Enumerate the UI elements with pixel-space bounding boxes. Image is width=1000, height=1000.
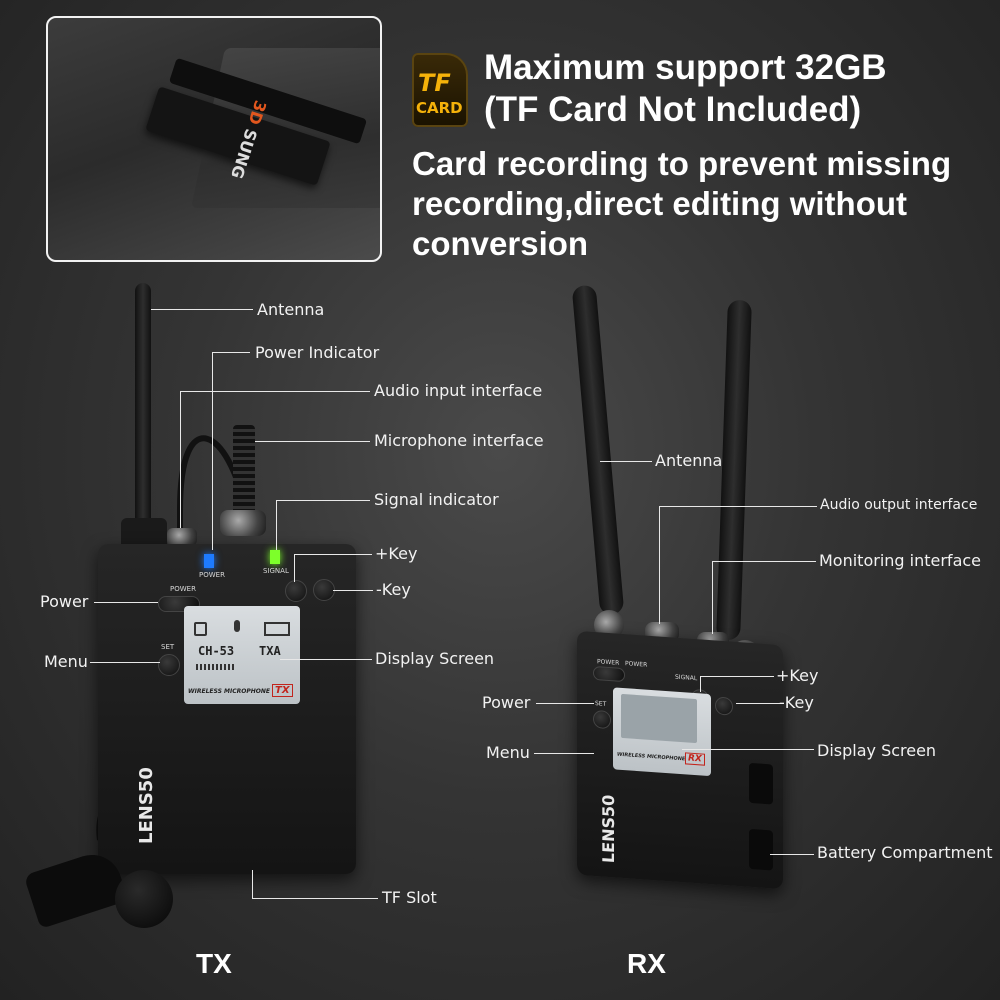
rx-minus-key-button[interactable]	[715, 696, 733, 716]
rx-battery-latch-top	[749, 762, 773, 805]
rx-callout-monitoring: Monitoring interface	[819, 551, 982, 570]
tx-audio-input-jack	[167, 528, 197, 546]
callout-line	[212, 352, 250, 353]
tx-mode-readout: TXA	[259, 644, 281, 658]
rx-callout-antenna: Antenna	[655, 451, 723, 470]
tx-brand-logo: LENS50	[136, 767, 157, 844]
rx-display-screen: WIRELESS MICROPHONE RX	[613, 687, 711, 777]
tx-screen-footer: WIRELESS MICROPHONE	[188, 688, 270, 695]
callout-line	[180, 391, 370, 392]
callout-line	[294, 554, 295, 582]
callout-line	[94, 602, 158, 603]
volume-meter-icon	[196, 664, 236, 670]
battery-icon	[264, 622, 290, 636]
tx-menu-button[interactable]	[158, 654, 180, 676]
rx-callout-plus-key: +Key	[776, 666, 819, 685]
callout-line	[90, 662, 160, 663]
feature-description: Card recording to prevent missing record…	[412, 145, 952, 262]
tx-callout-plus-key: +Key	[375, 544, 418, 563]
lock-icon	[194, 622, 207, 636]
callout-line	[252, 870, 253, 898]
tf-card-icon: TF CARD	[412, 53, 468, 127]
tx-signal-led-label: SIGNAL	[263, 567, 289, 575]
callout-line	[333, 590, 373, 591]
callout-line	[280, 659, 372, 660]
callout-line	[682, 749, 814, 750]
rx-device-label: RX	[627, 948, 666, 979]
rx-callout-power: Power	[482, 693, 531, 712]
rx-set-btn-label: SET	[595, 700, 607, 708]
rx-receiver-body: POWER POWER SIGNAL SET WIRELESS MICROPHO…	[577, 630, 783, 890]
tx-power-led	[204, 554, 214, 568]
tf-badge-top: TF	[418, 69, 451, 97]
rx-screen-badge: RX	[685, 752, 705, 766]
callout-line	[700, 676, 701, 692]
tx-antenna	[135, 283, 151, 528]
callout-line	[536, 703, 594, 704]
tx-callout-antenna: Antenna	[257, 300, 325, 319]
tx-display-screen: CH-53 TXA WIRELESS MICROPHONE TX	[184, 606, 300, 704]
callout-line	[255, 441, 370, 442]
tx-signal-led	[270, 550, 280, 564]
tx-transmitter-body: POWER SIGNAL POWER SET CH-53 TXA WIRELES…	[98, 544, 356, 874]
callout-line	[712, 561, 816, 562]
rx-antenna-right	[716, 299, 752, 641]
tx-plus-key-button[interactable]	[285, 580, 307, 602]
tx-callout-microphone: Microphone interface	[374, 431, 544, 450]
callout-line	[700, 676, 774, 677]
microphone-icon	[234, 620, 240, 632]
tx-callout-display: Display Screen	[375, 649, 495, 668]
tx-cable-strain-relief	[233, 425, 255, 515]
rx-callout-menu: Menu	[486, 743, 530, 762]
rx-callout-audio-output: Audio output interface	[820, 497, 978, 513]
lavalier-mic-windscreen	[115, 870, 173, 928]
rx-lcd-area	[621, 693, 697, 744]
rx-antenna-left	[571, 284, 625, 616]
rx-menu-button[interactable]	[593, 709, 611, 730]
tx-set-btn-label: SET	[161, 643, 175, 651]
callout-line	[712, 561, 713, 634]
callout-line	[252, 898, 378, 899]
callout-line	[276, 500, 277, 550]
rx-brand-logo: LENS50	[599, 794, 618, 864]
tx-callout-menu: Menu	[44, 652, 88, 671]
tx-microphone-jack	[220, 510, 266, 536]
tx-device-label: TX	[196, 948, 232, 979]
tx-callout-power: Power	[40, 592, 89, 611]
tf-card-closeup-photo: 3D SUNG	[46, 16, 382, 262]
rx-signal-led-label: SIGNAL	[675, 673, 698, 683]
callout-line	[659, 506, 660, 624]
tx-callout-tf-slot: TF Slot	[382, 888, 437, 907]
tf-badge-bottom: CARD	[416, 99, 463, 117]
callout-line	[212, 352, 213, 550]
rx-screen-footer: WIRELESS MICROPHONE	[617, 751, 686, 763]
rx-callout-minus-key: -Key	[779, 693, 814, 712]
tx-callout-power-indicator: Power Indicator	[255, 343, 380, 362]
tx-power-btn-label: POWER	[170, 585, 196, 593]
rx-battery-latch-bottom	[749, 828, 773, 871]
rx-power-button[interactable]	[593, 665, 625, 683]
rx-callout-battery: Battery Compartment	[817, 843, 993, 862]
tx-callout-minus-key: -Key	[376, 580, 411, 599]
tx-channel-readout: CH-53	[198, 644, 235, 658]
headline-not-included: (TF Card Not Included)	[484, 90, 862, 129]
callout-line	[294, 554, 372, 555]
callout-line	[276, 500, 370, 501]
callout-line	[770, 854, 814, 855]
callout-line	[534, 753, 594, 754]
rx-callout-display: Display Screen	[817, 741, 937, 760]
callout-line	[151, 309, 253, 310]
rx-power-led-label: POWER	[625, 660, 648, 669]
tx-callout-signal-indicator: Signal indicator	[374, 490, 499, 509]
callout-line	[659, 506, 817, 507]
callout-line	[180, 391, 181, 528]
tx-minus-key-button[interactable]	[313, 579, 335, 601]
tx-callout-audio-input: Audio input interface	[374, 381, 543, 400]
headline-capacity: Maximum support 32GB	[484, 48, 887, 87]
tx-screen-badge: TX	[272, 684, 293, 697]
callout-line	[600, 461, 652, 462]
tx-power-led-label: POWER	[199, 571, 225, 579]
callout-line	[736, 703, 780, 704]
